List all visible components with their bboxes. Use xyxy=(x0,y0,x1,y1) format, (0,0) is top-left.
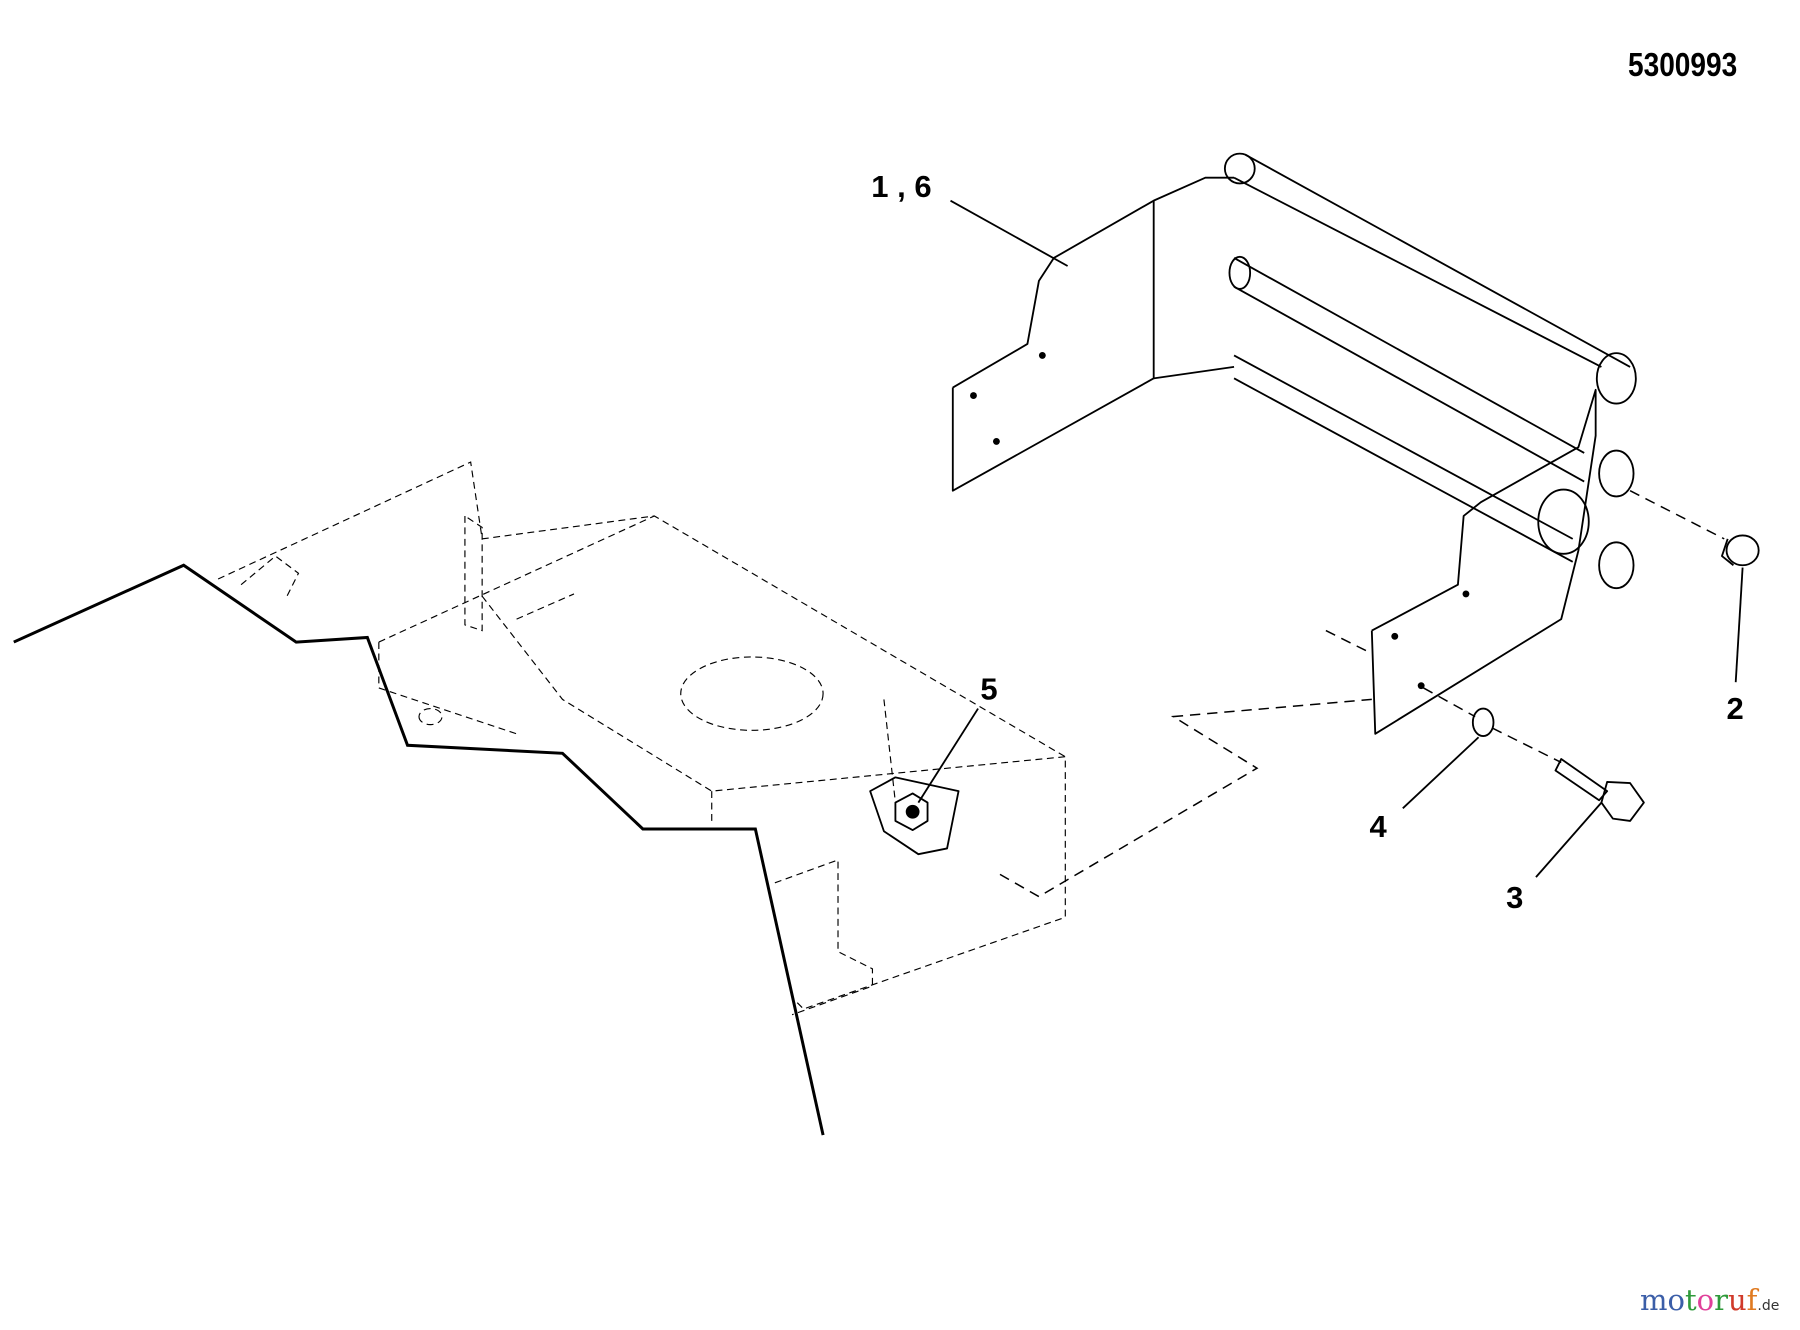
assembly-path-bolt xyxy=(998,629,1373,898)
washer-part-4 xyxy=(1471,707,1495,738)
assembly-path-cap xyxy=(1629,490,1725,540)
watermark-logo: motoruf.de xyxy=(1640,1283,1780,1317)
diagram-number: 5300993 xyxy=(1628,46,1738,83)
callout-4: 4 xyxy=(1370,809,1388,844)
callout-3: 3 xyxy=(1506,880,1523,915)
bolt-part-3 xyxy=(1554,758,1645,822)
leader-lines xyxy=(917,199,1744,878)
bumper-bracket-part-1-6 xyxy=(951,152,1637,735)
plug-cap-part-2 xyxy=(1721,534,1760,567)
assembly-path-washer xyxy=(1423,687,1562,764)
weld-nut-part-5 xyxy=(869,776,960,856)
chassis-frame-outline xyxy=(217,461,1066,1016)
callout-2: 2 xyxy=(1727,691,1744,726)
frame-cut-line xyxy=(13,563,825,1136)
callout-1-6: 1 , 6 xyxy=(871,169,931,204)
callout-5: 5 xyxy=(980,671,997,706)
